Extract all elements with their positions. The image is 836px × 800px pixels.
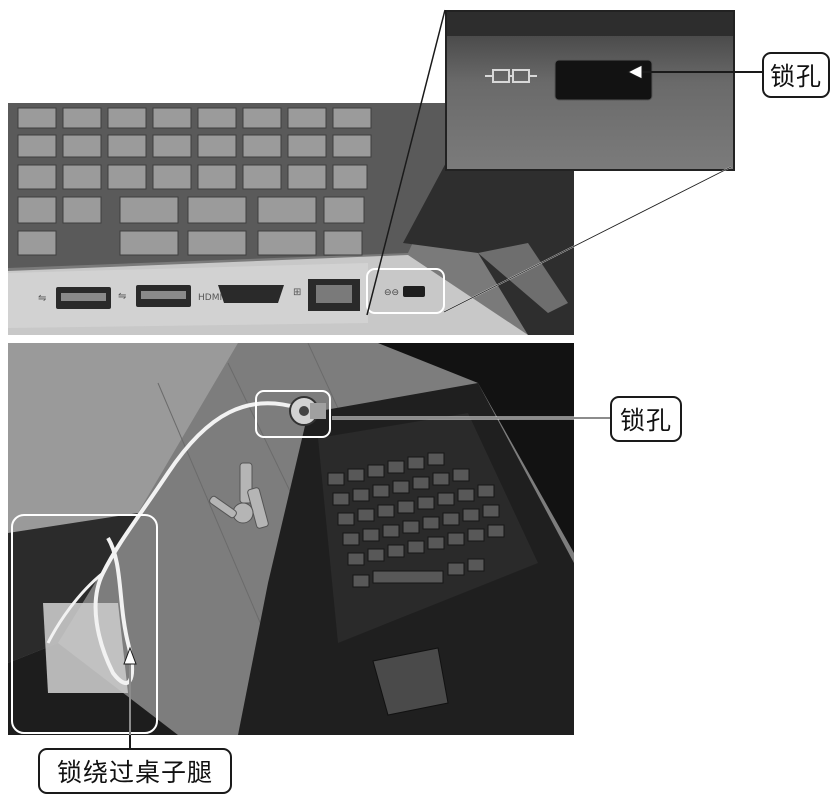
lock-slot-zoomed — [554, 59, 653, 101]
highlight-box-cable-lock — [255, 390, 331, 438]
callout-table-leg: 锁绕过桌子腿 — [38, 748, 232, 794]
lock-icon — [485, 69, 537, 83]
zoom-line-left — [366, 9, 446, 316]
usb-icon: ⇋ — [118, 291, 126, 302]
keys — [209, 462, 269, 529]
usb-port — [56, 287, 111, 309]
svg-text:⊖⊖: ⊖⊖ — [384, 288, 399, 298]
usb-port-2 — [136, 285, 191, 307]
cable-lock-head — [289, 396, 326, 426]
hdmi-port — [218, 285, 284, 303]
usb-icon: ⇋ — [38, 293, 46, 304]
security-cable — [93, 401, 299, 685]
callout-lock-slot-zoom: 锁孔 — [762, 52, 830, 98]
lan-port — [308, 279, 360, 311]
lock-slot: ⊖⊖ — [384, 286, 425, 298]
callout-cable-lock: 锁孔 — [610, 396, 682, 442]
highlight-box-lock-slot — [366, 268, 445, 314]
hdmi-label: HDMI — [198, 293, 222, 303]
lan-icon: ⊞ — [293, 287, 301, 298]
bottom-photo-cable-lock — [8, 343, 574, 735]
inset-zoom-lock-slot — [445, 10, 735, 171]
highlight-box-table-leg — [11, 514, 158, 734]
